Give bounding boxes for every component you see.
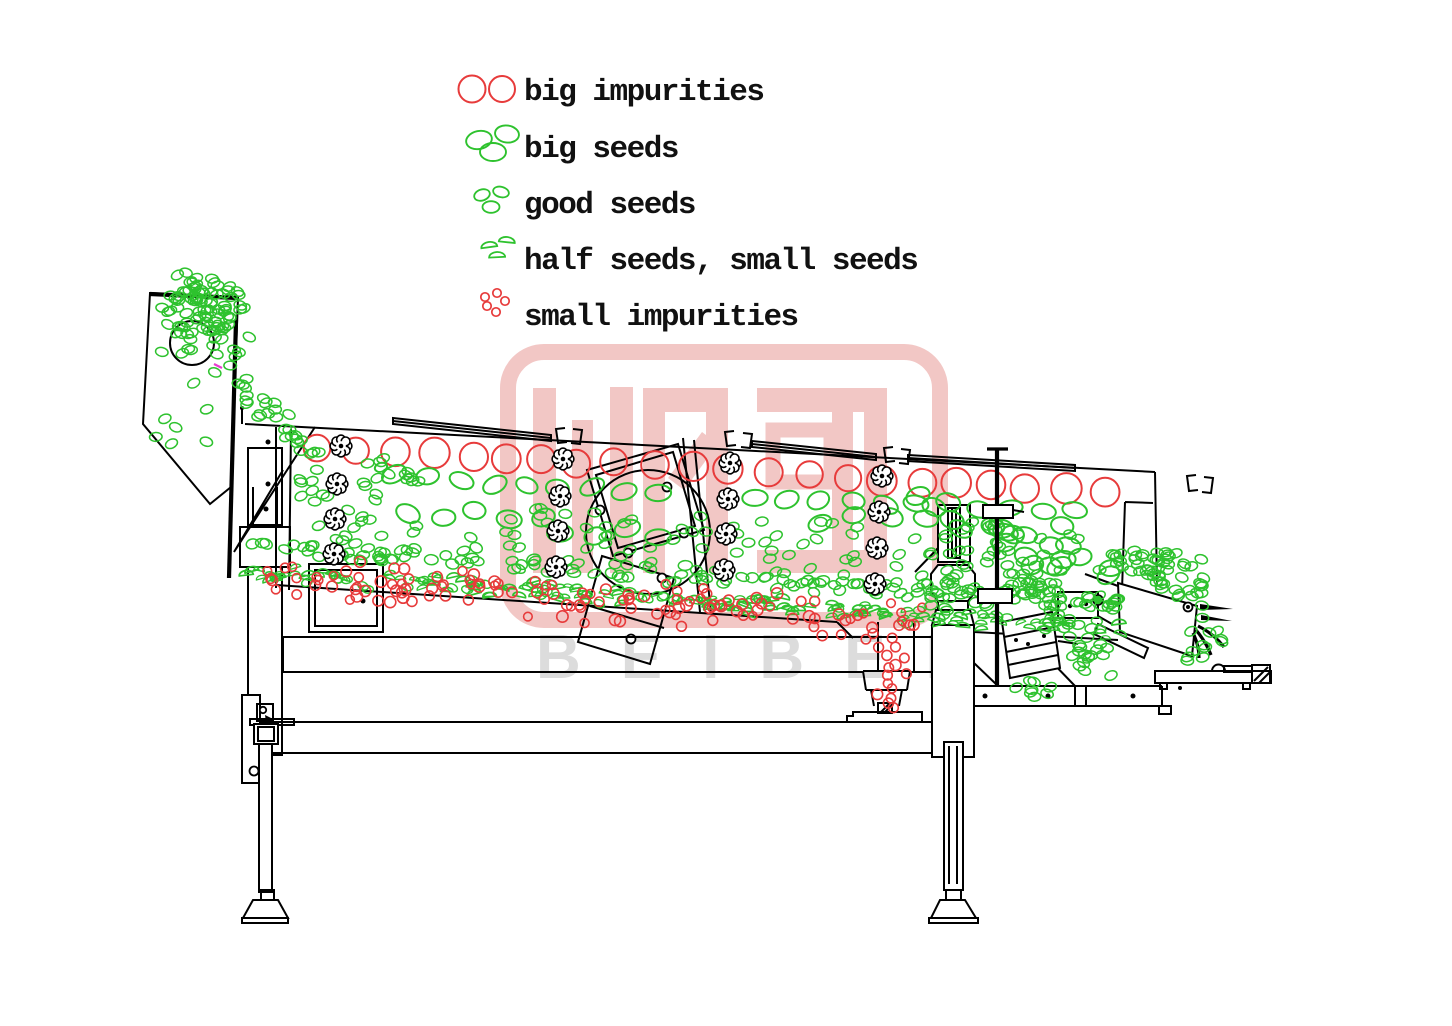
big-impurities-icon [457, 74, 516, 104]
legend-item-good-seeds: good seeds [473, 185, 697, 223]
small-impurities-flow [262, 555, 928, 714]
hopper-seed-cluster [148, 267, 426, 506]
half-seeds-icon [480, 236, 516, 259]
small-impurities-icon [479, 287, 511, 318]
particle-flows [148, 267, 1229, 714]
legend-label: big seeds [524, 132, 678, 167]
legend-label: big impurities [524, 75, 763, 110]
legend-item-small-impurities: small impurities [479, 287, 799, 335]
right-support-beam [973, 662, 1272, 715]
magenta-tick [213, 363, 223, 369]
big-seeds-icon [465, 124, 520, 162]
rail-clips [554, 427, 1215, 495]
discharge-louver-box [1000, 591, 1104, 680]
legend: big impurities big seeds good seeds [457, 74, 919, 335]
base-frame [260, 636, 933, 754]
legend-label: half seeds, small seeds [524, 244, 917, 279]
legend-item-big-seeds: big seeds [465, 124, 679, 167]
left-leg [241, 694, 295, 924]
legend-label: good seeds [524, 188, 695, 223]
watermark-border [500, 344, 948, 628]
hanger-rod [977, 447, 1025, 685]
seed-scatter [307, 489, 1107, 590]
legend-label: small impurities [524, 300, 798, 335]
discharge-seed-flow [924, 516, 1229, 702]
deck-top-rails [392, 416, 1215, 495]
watermark-letters: BEIBEI [536, 623, 983, 692]
good-seeds-icon [473, 185, 510, 214]
watermark-logo-characters [533, 387, 887, 573]
legend-item-big-impurities: big impurities [457, 74, 765, 110]
legend-item-half-seeds: half seeds, small seeds [480, 236, 919, 279]
